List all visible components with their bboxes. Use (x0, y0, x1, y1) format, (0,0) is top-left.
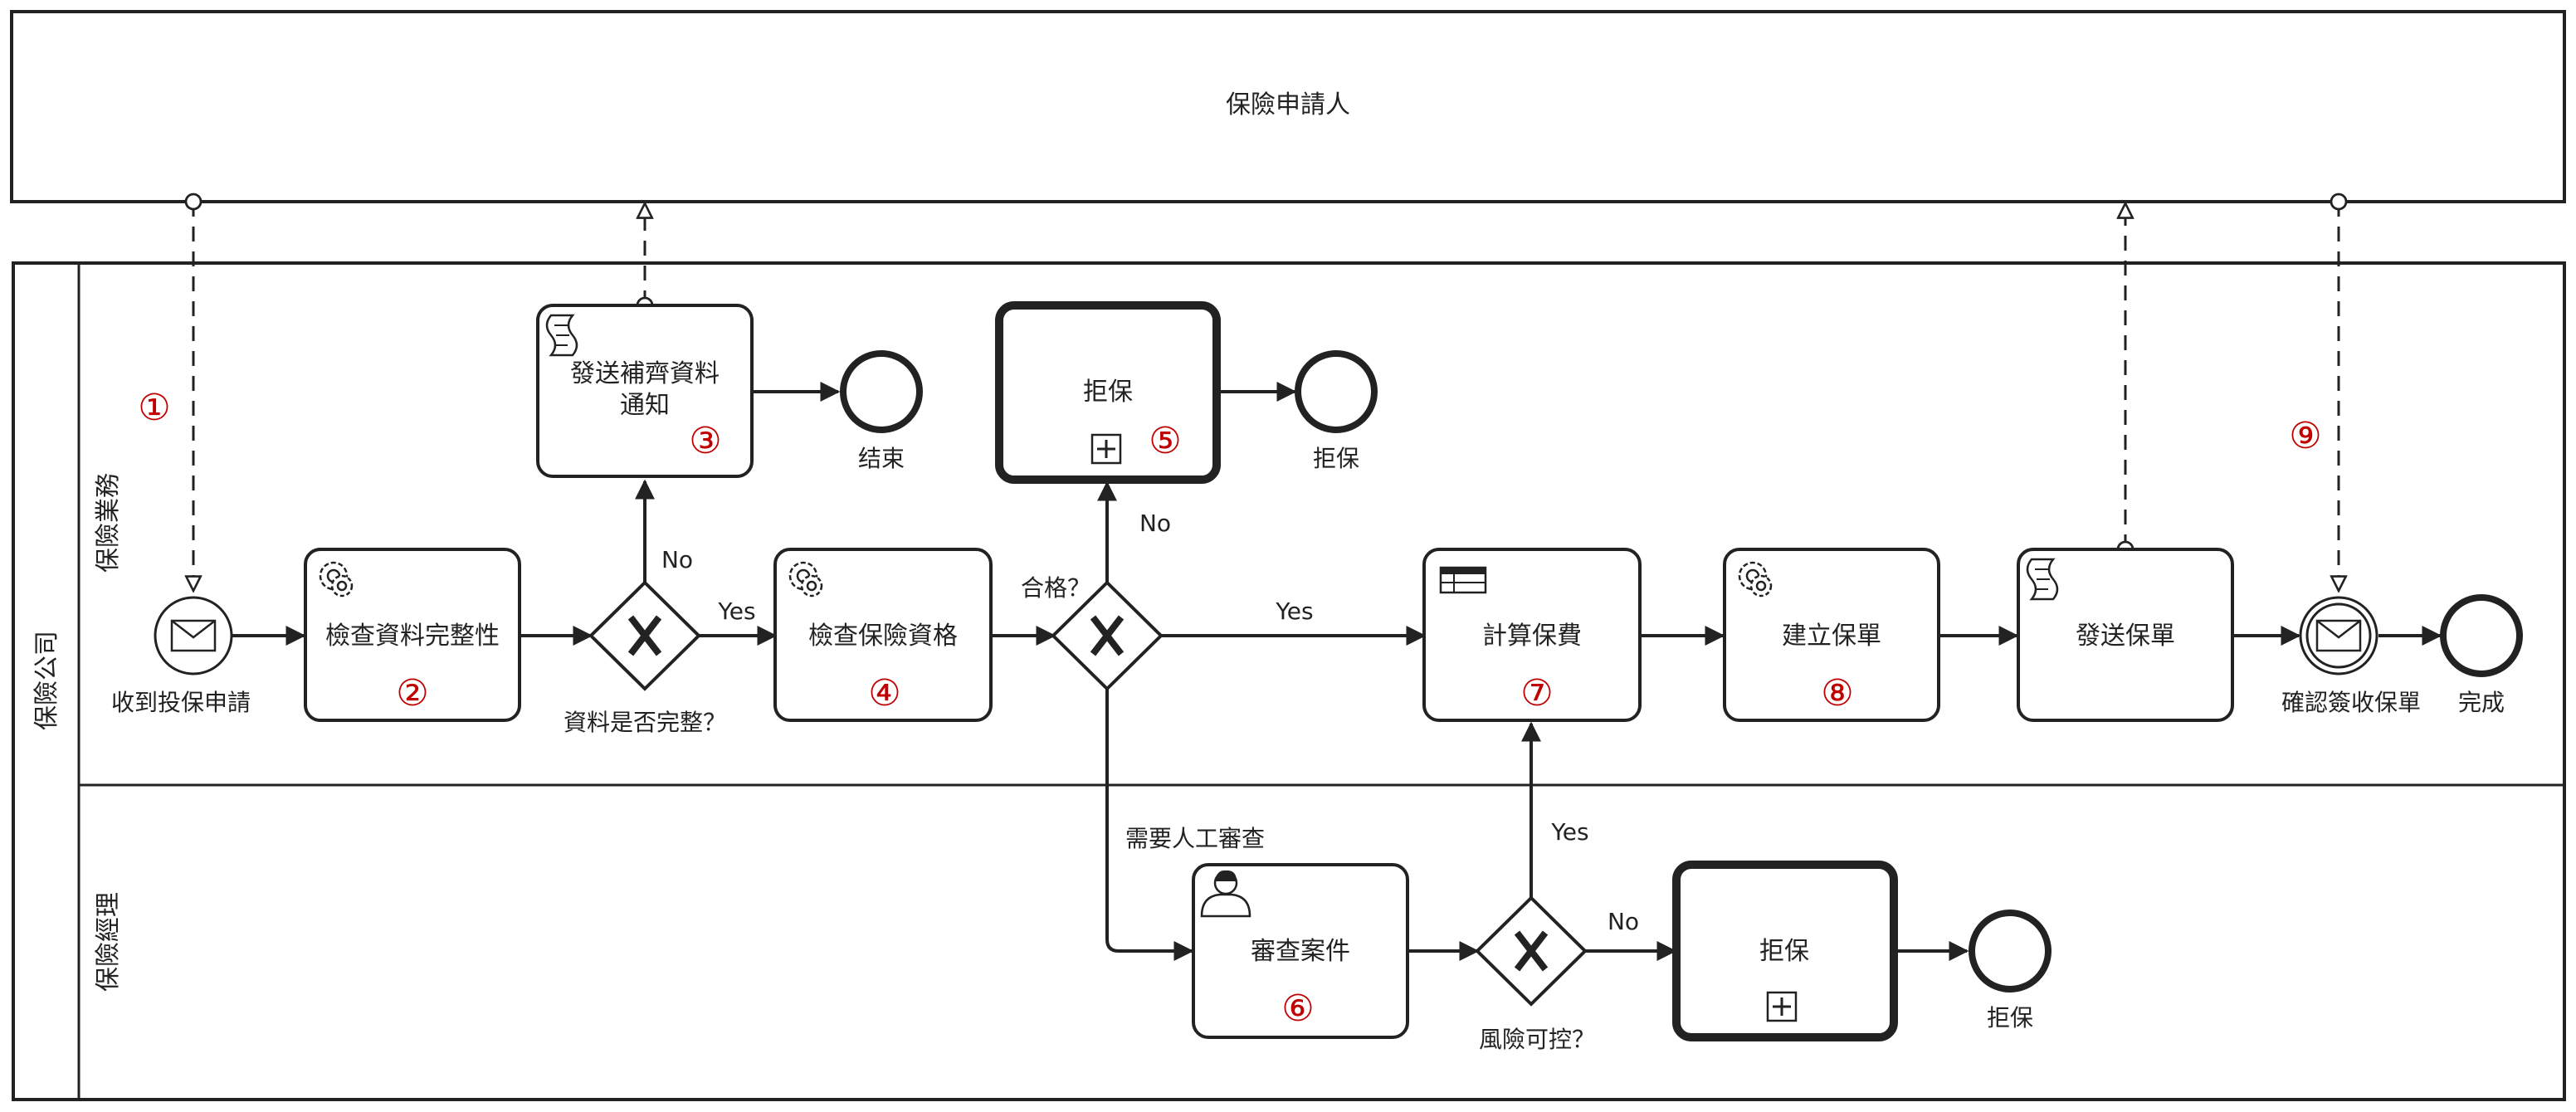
end-event-reject-mgr-label: 拒保 (1987, 1004, 2033, 1032)
task-label: 拒保 (1083, 378, 1133, 407)
task-number: ④ (868, 672, 900, 715)
task-calc-premium[interactable]: 計算保費 ⑦ (1422, 548, 1642, 722)
task-send-notice[interactable]: 發送補齊資料 通知 ③ (536, 304, 754, 478)
start-event-label: 收到投保申請 (111, 689, 251, 716)
script-icon (545, 314, 578, 357)
gateway-qualified-label: 合格？ (1021, 574, 1090, 602)
task-create-policy[interactable]: 建立保單 ⑧ (1723, 548, 1940, 722)
flow-label-yes-risk: Yes (1550, 818, 1588, 846)
task-label: 檢查保險資格 (808, 622, 958, 651)
flow-labels: No Yes No Yes 需要人工審查 Yes No (661, 510, 1639, 935)
end-event-done: 完成 (2440, 594, 2523, 716)
task-label: 審查案件 (1251, 937, 1350, 966)
gear-icon (1738, 561, 1773, 597)
gateway-risk-label: 風險可控？ (1479, 1026, 1595, 1053)
catch-event-signed: 確認簽收保單 (2281, 596, 2421, 716)
end-event-incomplete-label: 结束 (858, 445, 905, 472)
gateway-complete: 資料是否完整？ (564, 580, 726, 736)
end-event-reject-mgr: 拒保 (1969, 910, 2052, 1032)
sequence-flows (232, 382, 2442, 961)
task-number: ⑥ (1281, 988, 1314, 1030)
subprocess-plus-icon (1766, 991, 1798, 1022)
script-icon (2026, 558, 2059, 601)
subprocess-reject-mgr[interactable]: 拒保 (1672, 861, 1898, 1041)
flow-label-no-qualified: No (1139, 510, 1171, 537)
task-review-case[interactable]: 審查案件 ⑥ (1192, 863, 1409, 1039)
user-icon (1200, 870, 1251, 918)
task-check-eligibility[interactable]: 檢查保險資格 ④ (773, 548, 993, 722)
pool-company-label: 保險公司 (32, 631, 61, 730)
pool-applicant: 保險申請人 (10, 10, 2566, 203)
gateway-risk: 風險可控？ (1475, 895, 1595, 1053)
catch-event-signed-label: 確認簽收保單 (2281, 689, 2421, 716)
task-number: ⑦ (1520, 672, 1553, 715)
lane-manager-label: 保險經理 (94, 892, 123, 992)
task-label-line2: 通知 (620, 391, 670, 420)
pool-applicant-label: 保險申請人 (1226, 90, 1350, 119)
table-icon (1439, 566, 1487, 594)
start-event: 收到投保申請 (111, 596, 251, 716)
task-label: 建立保單 (1782, 622, 1881, 651)
task-label-line1: 發送補齊資料 (570, 359, 720, 388)
flow-label-manual-review: 需要人工審查 (1125, 825, 1265, 852)
task-label: 檢查資料完整性 (325, 622, 500, 651)
task-number: ⑧ (1821, 672, 1853, 715)
task-label: 發送保單 (2076, 622, 2175, 651)
lane-business-label: 保險業務 (94, 473, 123, 573)
flow-label-no-risk: No (1608, 908, 1639, 935)
task-send-policy[interactable]: 發送保單 (2017, 548, 2234, 722)
gear-icon (319, 561, 354, 597)
marker-9: ⑨ (2289, 415, 2321, 457)
gateway-complete-label: 資料是否完整？ (564, 709, 726, 736)
flow-label-yes-qualified: Yes (1275, 597, 1313, 625)
end-event-done-label: 完成 (2458, 689, 2505, 716)
task-number: ⑤ (1149, 420, 1181, 462)
x-icon (1514, 930, 1549, 972)
flow-label-no-incomplete: No (661, 546, 693, 573)
x-icon (1090, 615, 1125, 656)
subprocess-plus-icon (1090, 433, 1122, 465)
end-event-reject-biz: 拒保 (1295, 350, 1378, 472)
gateway-qualified: 合格？ (1021, 574, 1164, 691)
flow-label-yes-complete: Yes (717, 597, 755, 625)
gear-icon (788, 561, 823, 597)
x-icon (627, 615, 662, 656)
task-label: 拒保 (1759, 937, 1809, 966)
subprocess-reject-biz[interactable]: 拒保 ⑤ (995, 301, 1221, 484)
end-event-reject-biz-label: 拒保 (1313, 445, 1359, 472)
task-check-completeness[interactable]: 檢查資料完整性 ② (304, 548, 521, 722)
envelope-icon (170, 619, 217, 652)
task-number: ③ (689, 420, 721, 462)
message-flows (193, 202, 2339, 591)
marker-1: ① (138, 387, 170, 429)
task-number: ② (396, 672, 428, 715)
end-event-incomplete: 结束 (840, 350, 923, 472)
task-label: 計算保費 (1482, 622, 1582, 651)
envelope-icon (2315, 619, 2362, 652)
